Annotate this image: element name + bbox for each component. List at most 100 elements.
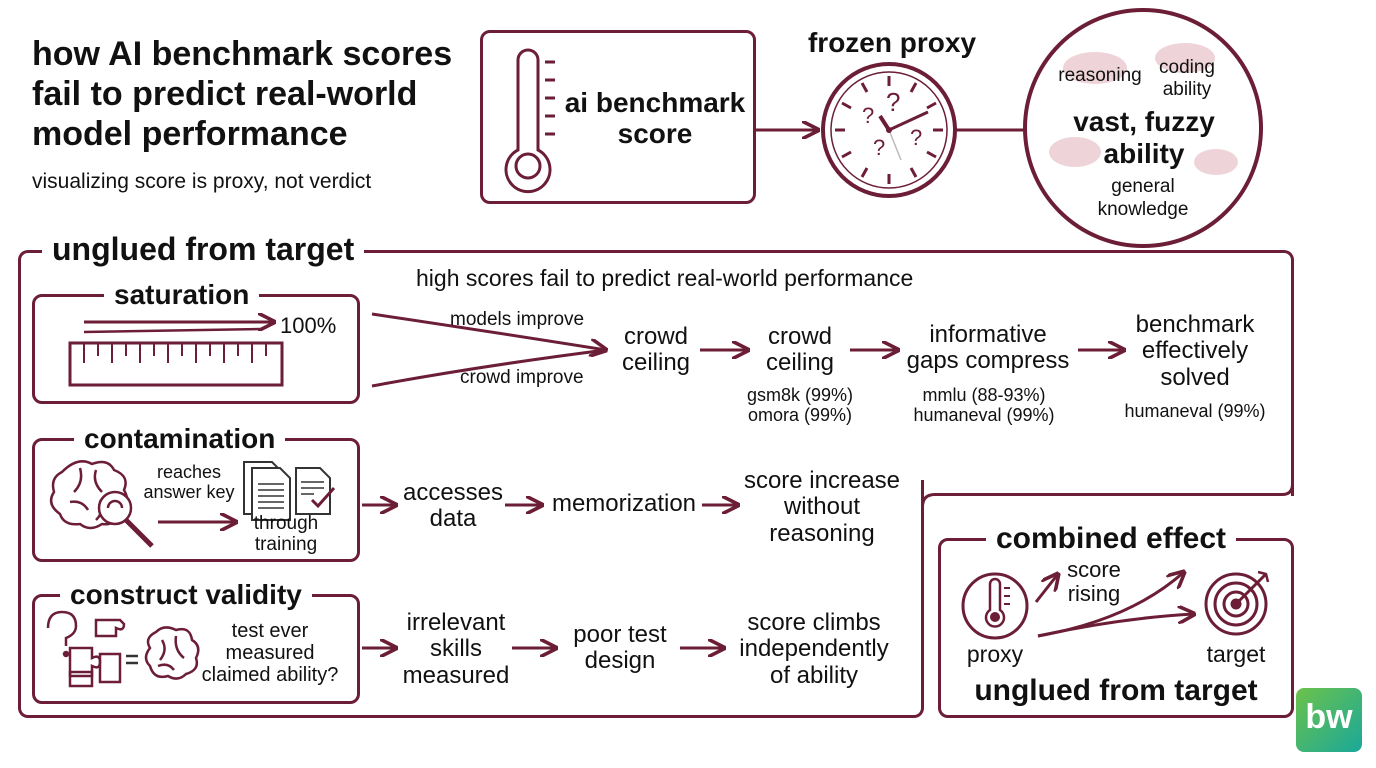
title-line-1: how AI benchmark scores bbox=[32, 35, 453, 73]
combined-proxy: proxy bbox=[966, 641, 1024, 667]
page-subtitle: visualizing score is proxy, not verdict bbox=[32, 170, 372, 193]
arrow-score-rising bbox=[1034, 574, 1058, 603]
contamination-through-line-1: through bbox=[253, 513, 319, 534]
cons-step-3-line-1: score climbs bbox=[747, 609, 881, 636]
equals-icon bbox=[126, 654, 138, 665]
cons-step-1-line-2: skills bbox=[430, 635, 482, 663]
combined-score-line-1: score bbox=[1067, 557, 1121, 582]
saturation-box bbox=[32, 294, 360, 404]
combined-title: combined effect bbox=[986, 524, 1237, 554]
check-icon bbox=[310, 487, 336, 509]
sat-step-3: informative gaps compress bbox=[898, 321, 1078, 375]
saturation-models-improve: models improve bbox=[450, 309, 585, 330]
construct-question-line-2: measured bbox=[225, 642, 315, 664]
curve-crowd-improve bbox=[371, 348, 607, 388]
combined-footer: unglued from target bbox=[974, 674, 1258, 707]
score-label-line-2: score bbox=[617, 117, 693, 149]
ruler-icon bbox=[68, 341, 284, 387]
score-label-line-1: ai benchmark bbox=[564, 87, 746, 118]
sat-step-3-example-1: mmlu (88-93%) bbox=[922, 385, 1046, 405]
sat-step-3-example-2: humaneval (99%) bbox=[913, 404, 1055, 425]
construct-question-line-1: test ever bbox=[231, 620, 309, 642]
question-mark-2: ? bbox=[862, 103, 875, 128]
cons-step-3: score climbs independently of ability bbox=[730, 609, 898, 689]
cont-step-1-line-2: data bbox=[429, 505, 477, 533]
cont-step-2: memorization bbox=[551, 490, 697, 517]
score-box bbox=[480, 30, 756, 204]
arrow-to-100-b bbox=[83, 327, 261, 334]
sat-step-3-examples: mmlu (88-93%) humaneval (99%) bbox=[904, 385, 1064, 426]
sat-step-2-line-2: ceiling bbox=[765, 349, 835, 377]
unglued-panel-top bbox=[18, 250, 1294, 496]
cont-step-1-line-1: accesses bbox=[402, 479, 504, 506]
ability-coding: coding ability bbox=[1150, 57, 1224, 101]
ability-coding-line-2: ability bbox=[1162, 79, 1212, 100]
sat-step-4: benchmark effectively solved bbox=[1124, 311, 1266, 391]
unglued-caption: high scores fail to predict real-world p… bbox=[416, 265, 914, 291]
combined-score-rising: score rising bbox=[1054, 557, 1134, 607]
saturation-title: saturation bbox=[104, 281, 260, 309]
contamination-through: through training bbox=[236, 513, 336, 556]
sat-step-1: crowd ceiling bbox=[608, 323, 704, 377]
ability-general-line-2: knowledge bbox=[1097, 199, 1189, 220]
ability-coding-line-1: coding bbox=[1159, 57, 1215, 78]
question-puzzle-icon bbox=[46, 610, 126, 688]
clock-icon bbox=[821, 62, 957, 198]
question-mark-3: ? bbox=[873, 135, 886, 160]
sat-step-3-line-2: gaps compress bbox=[906, 347, 1070, 375]
title-line-2: fail to predict real-world bbox=[32, 75, 418, 113]
unglued-title: unglued from target bbox=[42, 233, 365, 265]
contamination-reaches-line-1: reaches bbox=[156, 462, 222, 482]
combined-score-line-2: rising bbox=[1067, 581, 1121, 607]
ability-circle bbox=[1023, 8, 1263, 248]
proxy-thermometer-icon bbox=[961, 572, 1029, 640]
score-label: ai benchmark score bbox=[564, 87, 746, 150]
ability-reasoning: reasoning bbox=[1058, 65, 1142, 86]
brain-magnifier-icon bbox=[49, 460, 154, 548]
construct-question: test ever measured claimed ability? bbox=[190, 620, 350, 686]
cons-step-1: irrelevant skills measured bbox=[398, 609, 514, 689]
cont-step-1: accesses data bbox=[400, 479, 506, 533]
cont-step-3: score increase without reasoning bbox=[740, 467, 904, 547]
sat-step-4-example: humaneval (99%) bbox=[1124, 401, 1266, 421]
curve-models-improve bbox=[371, 312, 606, 350]
construct-title: construct validity bbox=[60, 581, 312, 609]
thermometer-icon bbox=[504, 48, 555, 194]
sat-step-2-example-2: omora (99%) bbox=[747, 404, 853, 425]
sat-step-4-line-2: effectively bbox=[1141, 337, 1249, 365]
cont-step-3-line-2: without bbox=[783, 493, 861, 521]
cont-step-3-line-3: reasoning bbox=[769, 519, 875, 547]
cons-step-2-line-2: design bbox=[584, 647, 656, 675]
cons-step-1-line-3: measured bbox=[402, 661, 510, 689]
title-line-3: model performance bbox=[32, 115, 348, 153]
sat-step-1-line-1: crowd bbox=[623, 323, 689, 350]
cont-step-3-line-1: score increase bbox=[743, 467, 901, 494]
ability-general-line-1: general bbox=[1111, 176, 1175, 197]
contamination-reaches: reaches answer key bbox=[136, 462, 242, 503]
logo-text: bw bbox=[1305, 698, 1353, 736]
unglued-panel-right-corner bbox=[921, 493, 1294, 496]
curve-target bbox=[1037, 614, 1194, 638]
cons-step-3-line-2: independently bbox=[739, 635, 889, 663]
cons-step-1-line-1: irrelevant bbox=[406, 609, 506, 636]
ability-main: vast, fuzzy ability bbox=[1058, 106, 1230, 170]
contamination-through-line-2: training bbox=[254, 533, 318, 555]
cons-step-2: poor test design bbox=[560, 621, 680, 675]
target-icon bbox=[1204, 570, 1270, 636]
sat-step-2: crowd ceiling bbox=[752, 323, 848, 377]
saturation-pct: 100% bbox=[280, 313, 337, 338]
sat-step-2-line-1: crowd bbox=[767, 323, 833, 350]
ability-general: general knowledge bbox=[1078, 175, 1208, 221]
sat-step-1-line-2: ceiling bbox=[621, 349, 691, 377]
sat-step-4-line-1: benchmark bbox=[1135, 311, 1255, 338]
question-mark-1: ? bbox=[886, 87, 901, 117]
combined-target: target bbox=[1206, 641, 1266, 667]
frozen-proxy-label: frozen proxy bbox=[807, 27, 977, 58]
ability-main-line-1: vast, fuzzy bbox=[1073, 106, 1215, 137]
brain-icon bbox=[144, 626, 200, 680]
contamination-title: contamination bbox=[74, 425, 286, 453]
cons-step-3-line-3: of ability bbox=[769, 661, 859, 689]
sat-step-4-line-3: solved bbox=[1160, 363, 1230, 391]
contamination-reaches-line-2: answer key bbox=[143, 481, 235, 502]
